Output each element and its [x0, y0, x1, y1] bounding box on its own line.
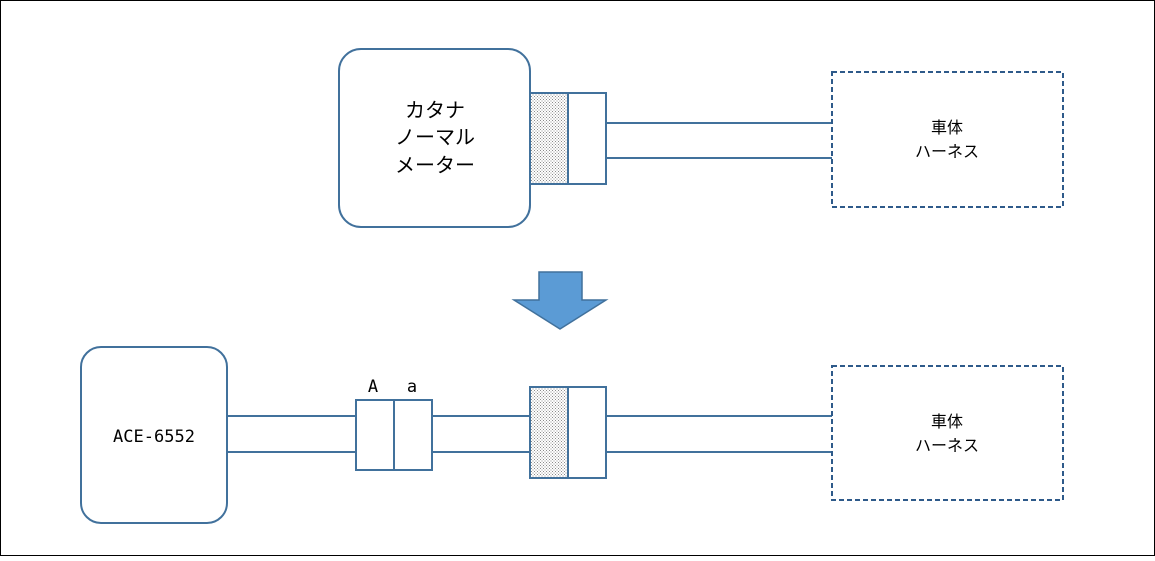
original-connector-hatched	[529, 386, 569, 479]
meter-connector-plug	[567, 92, 607, 185]
after-diagram: ACE-6552 A a 車体 ハーネス	[80, 346, 1064, 524]
harness-label-line-1: 車体	[931, 118, 963, 137]
ace-meter-label: ACE-6552	[113, 427, 195, 447]
connector-a	[393, 399, 433, 471]
connector-A	[355, 399, 395, 471]
harness-after-label-line-2: ハーネス	[915, 436, 979, 455]
body-harness-box	[831, 71, 1064, 208]
before-diagram: カタナ ノーマル メーター 車体 ハーネス	[338, 48, 1064, 228]
meter-label-line-1: カタナ	[405, 98, 465, 122]
ace-meter-box	[80, 346, 228, 524]
body-harness-box-after	[831, 365, 1064, 501]
harness-after-label-line-1: 車体	[931, 412, 963, 431]
meter-label-line-2: ノーマル	[395, 125, 475, 149]
connector-label-A: A	[368, 377, 378, 397]
harness-label-line-2: ハーネス	[915, 142, 979, 161]
connector-label-a: a	[407, 377, 417, 397]
original-connector-plug	[567, 386, 607, 479]
down-arrow-icon	[511, 271, 609, 330]
meter-connector-hatched	[529, 92, 569, 185]
meter-label-line-3: メーター	[395, 153, 475, 177]
